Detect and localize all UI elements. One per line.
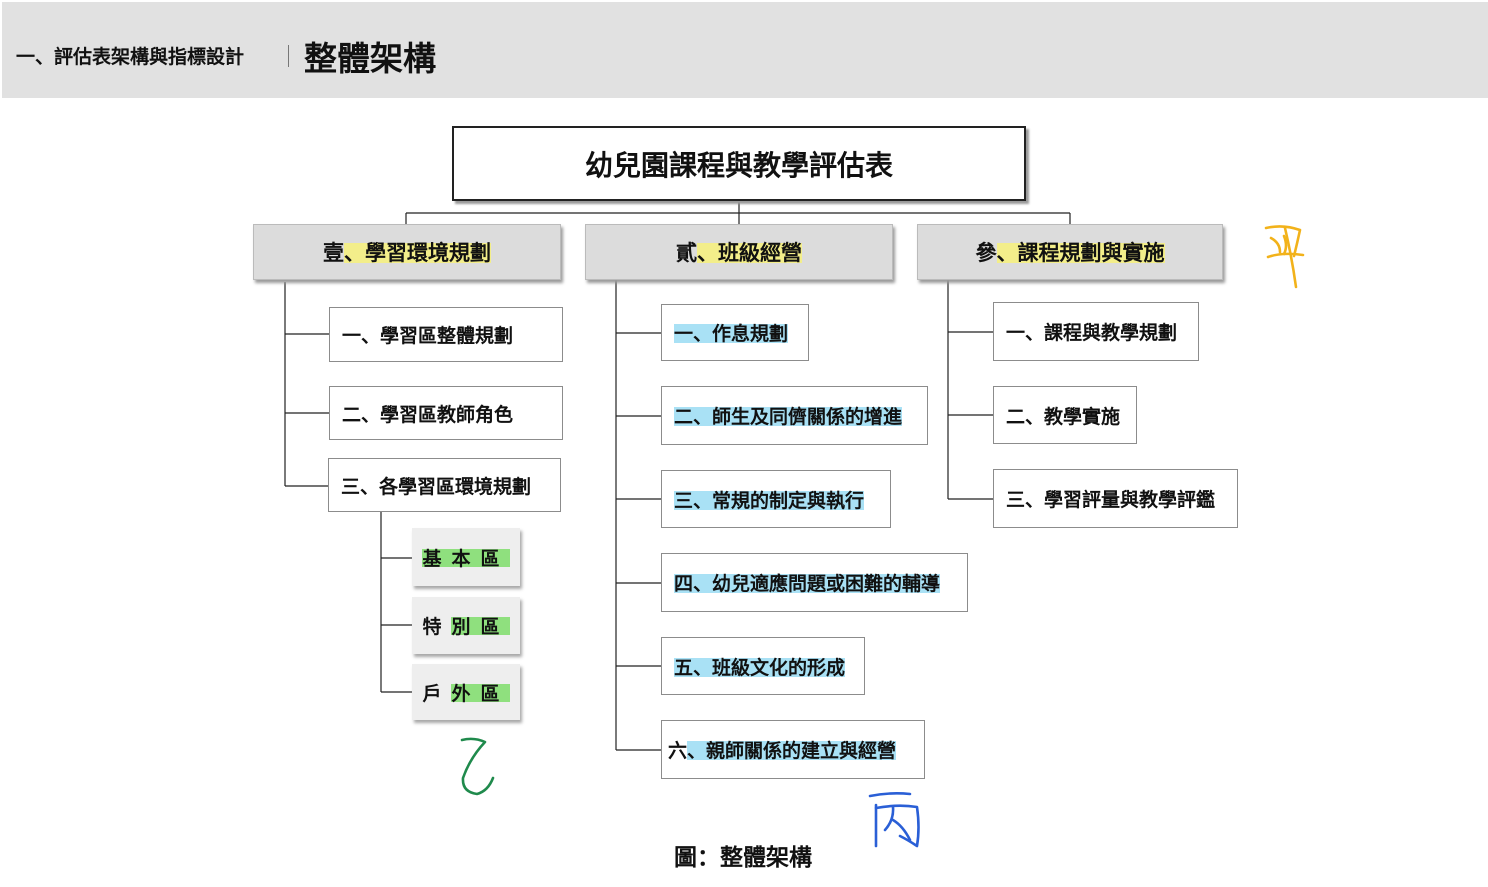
learning-area-outdoor-char-1: 戶 [422,682,452,705]
branch-2-item-5: 五、班級文化的形成 [661,637,865,695]
branch-2-label: 、班級經營 [697,237,802,267]
learning-area-outdoor: 戶外區 [412,664,520,720]
learning-area-outdoor-label: 外區 [451,678,510,706]
header-divider [288,45,289,67]
branch-1-item-3: 三、各學習區環境規劃 [328,458,561,512]
annotation-bing-glyph [868,792,920,848]
branch-3-prefix: 參 [975,241,997,265]
learning-area-basic-label: 基本區 [422,543,510,571]
branch-1-item-2: 二、學習區教師角色 [329,386,563,440]
page-title: 整體架構 [304,39,436,78]
branch-3-item-3: 三、學習評量與教學評鑑 [993,469,1238,528]
annotation-jia-glyph [1264,225,1305,289]
figure-caption: 圖：整體架構 [674,845,812,871]
branch-1-item-1: 一、學習區整體規劃 [329,307,563,362]
branch-2-item-6: 六、親師關係的建立與經營 [661,720,925,779]
branch-1-prefix: 壹 [323,241,344,265]
annotation-yi-glyph [460,737,495,796]
learning-area-special-char-1: 特 [422,616,452,638]
branch-1-node: 壹、學習環境規劃 [253,224,561,280]
section-heading: 一、評估表架構與指標設計 [16,46,245,68]
root-node: 幼兒園課程與教學評估表 [452,126,1026,201]
branch-3-node: 參、課程規劃與實施 [917,224,1223,280]
learning-area-basic: 基本區 [412,528,520,586]
branch-3-item-2: 二、教學實施 [993,386,1137,444]
branch-3-item-1: 一、課程與教學規劃 [993,302,1199,361]
branch-2-item-4: 四、幼兒適應問題或困難的輔導 [661,553,968,612]
branch-1-label: 、學習環境規劃 [344,237,491,267]
branch-2-prefix: 貳 [676,241,697,265]
learning-area-special-label: 別區 [451,612,510,639]
branch-2-item-3: 三、常規的制定與執行 [661,470,891,528]
learning-area-special: 特別區 [412,597,520,654]
page-header: 一、評估表架構與指標設計 整體架構 [2,2,1488,98]
branch-3-label: 、課程規劃與實施 [996,237,1165,267]
branch-2-item-1: 一、作息規劃 [661,304,809,361]
branch-2-node: 貳、班級經營 [585,224,893,280]
branch-2-item-2: 二、師生及同儕關係的增進 [661,386,928,445]
